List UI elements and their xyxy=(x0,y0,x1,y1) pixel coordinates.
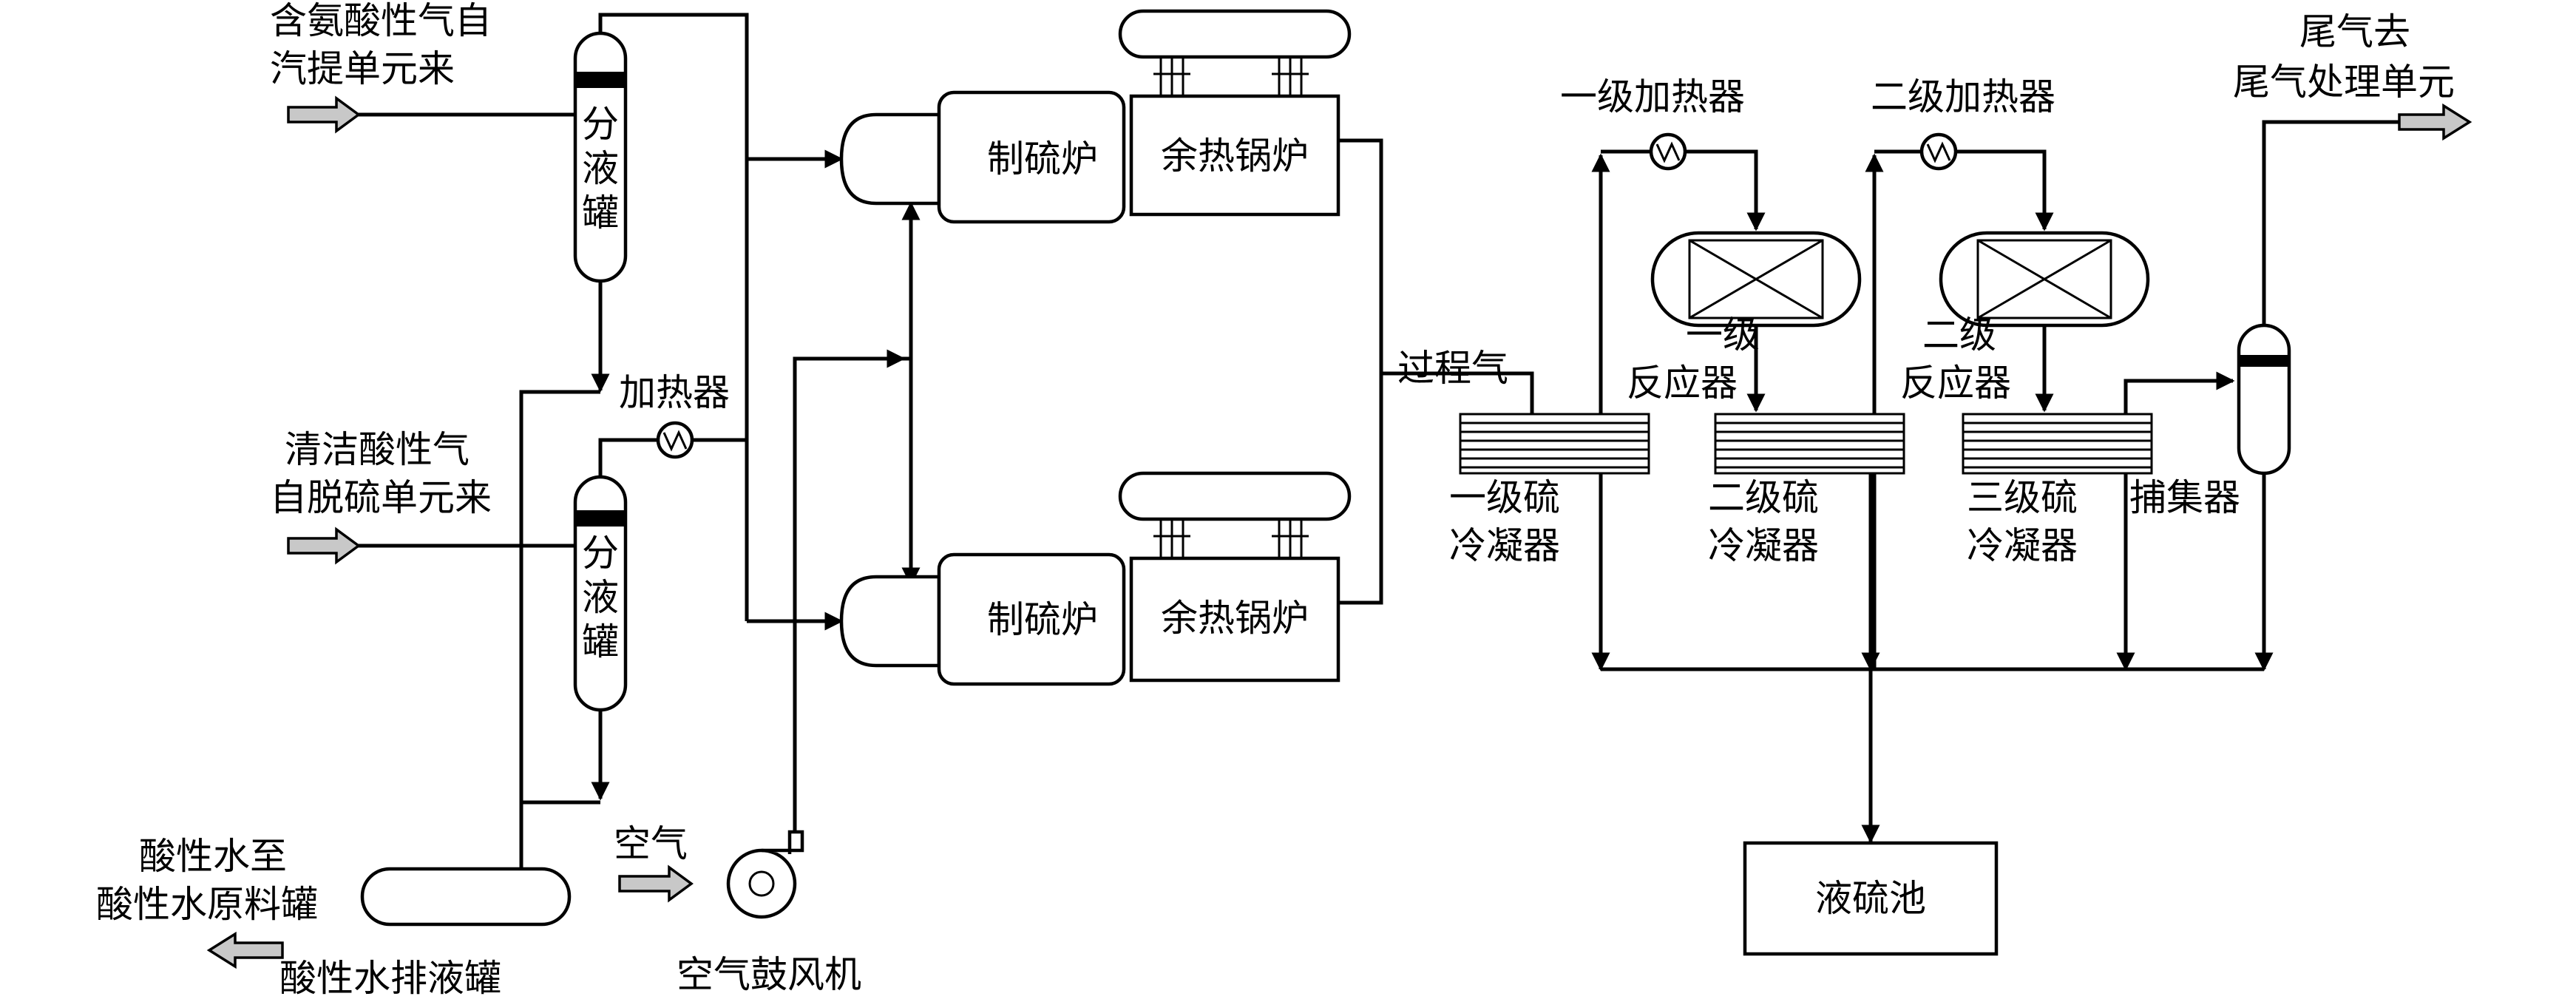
waste-heat-boiler-bottom xyxy=(1118,471,1352,683)
ammonia-feed-arrow xyxy=(287,95,361,134)
waste-heat-boiler-top xyxy=(1118,9,1352,217)
feed-ammonia-label-line2: 汽提单元来 xyxy=(270,47,455,90)
air-inlet-arrow xyxy=(618,864,694,903)
reactor-stage1 xyxy=(1650,231,1862,328)
sour-water-drum-label: 酸性水排液罐 xyxy=(279,957,501,1000)
feed-clean-label-line2: 自脱硫单元来 xyxy=(270,476,492,519)
sour-water-drum xyxy=(360,867,572,927)
condenser-stage1-label-line1: 一级硫 xyxy=(1449,476,1560,519)
feed-clean-label-line1: 清洁酸性气 xyxy=(285,428,470,471)
sulfur-pit-label: 液硫池 xyxy=(1815,877,1926,920)
knockout-drum-bottom xyxy=(573,475,628,712)
sulfur-furnace-top-label: 制硫炉 xyxy=(987,138,1098,180)
condenser-stage3 xyxy=(1962,413,2153,475)
heater-stage1-icon xyxy=(1649,132,1687,171)
clean-feed-arrow xyxy=(287,527,361,565)
sulfur-furnace-top xyxy=(839,90,1126,224)
reactor-stage2 xyxy=(1939,231,2150,328)
condenser-stage1 xyxy=(1459,413,1650,475)
heater-stage2-icon xyxy=(1919,132,1958,171)
reactor-stage1-label-line2: 反应器 xyxy=(1627,362,1738,404)
sulfur-pit xyxy=(1743,841,1999,956)
condenser-stage3-label-line1: 三级硫 xyxy=(1967,476,2078,519)
feed-arrows xyxy=(206,95,2472,969)
reactor-stage1-label-line1: 一级 xyxy=(1686,314,1760,356)
sour-water-label-line2: 酸性水原料罐 xyxy=(96,883,318,926)
heater-stage1-label: 一级加热器 xyxy=(1560,75,1745,118)
process-gas-label: 过程气 xyxy=(1397,347,1508,390)
waste-heat-boiler-top-label: 余热锅炉 xyxy=(1161,135,1309,177)
knockout-drum-top xyxy=(573,31,628,283)
knockout-drum-top-label: 分液罐 xyxy=(582,103,619,234)
heater-icon xyxy=(656,421,694,459)
sulfur-furnace-bottom-label: 制硫炉 xyxy=(987,598,1098,641)
tail-gas-label-line1: 尾气去 xyxy=(2299,10,2410,53)
pipelines xyxy=(355,13,2399,869)
catcher xyxy=(2237,323,2291,475)
tail-gas-label-line2: 尾气处理单元 xyxy=(2233,61,2455,104)
waste-heat-boiler-bottom-label: 余热锅炉 xyxy=(1161,597,1309,640)
reactor-stage2-label-line1: 二级 xyxy=(1922,314,1996,356)
condenser-stage2-label-line2: 冷凝器 xyxy=(1708,524,1819,567)
knockout-drum-bottom-label: 分液罐 xyxy=(582,532,619,663)
air-blower-label: 空气鼓风机 xyxy=(677,953,861,996)
heater-stage2-label: 二级加热器 xyxy=(1871,75,2055,118)
heater-label: 加热器 xyxy=(619,371,730,414)
air-label: 空气 xyxy=(614,822,688,865)
condenser-stage3-label-line2: 冷凝器 xyxy=(1967,524,2078,567)
condenser-stage2-label-line1: 二级硫 xyxy=(1708,476,1819,519)
condenser-stage2 xyxy=(1714,413,1905,475)
sulfur-furnace-bottom xyxy=(839,552,1126,686)
feed-ammonia-label-line1: 含氨酸性气自 xyxy=(270,0,492,42)
reactor-stage2-label-line2: 反应器 xyxy=(1900,362,2011,404)
sour-water-label-line1: 酸性水至 xyxy=(139,835,287,878)
tail-gas-arrow xyxy=(2398,103,2472,141)
sour-water-out-arrow xyxy=(206,931,284,969)
condenser-stage1-label-line2: 冷凝器 xyxy=(1449,524,1560,567)
catcher-label: 捕集器 xyxy=(2129,476,2240,519)
air-blower xyxy=(726,830,804,919)
